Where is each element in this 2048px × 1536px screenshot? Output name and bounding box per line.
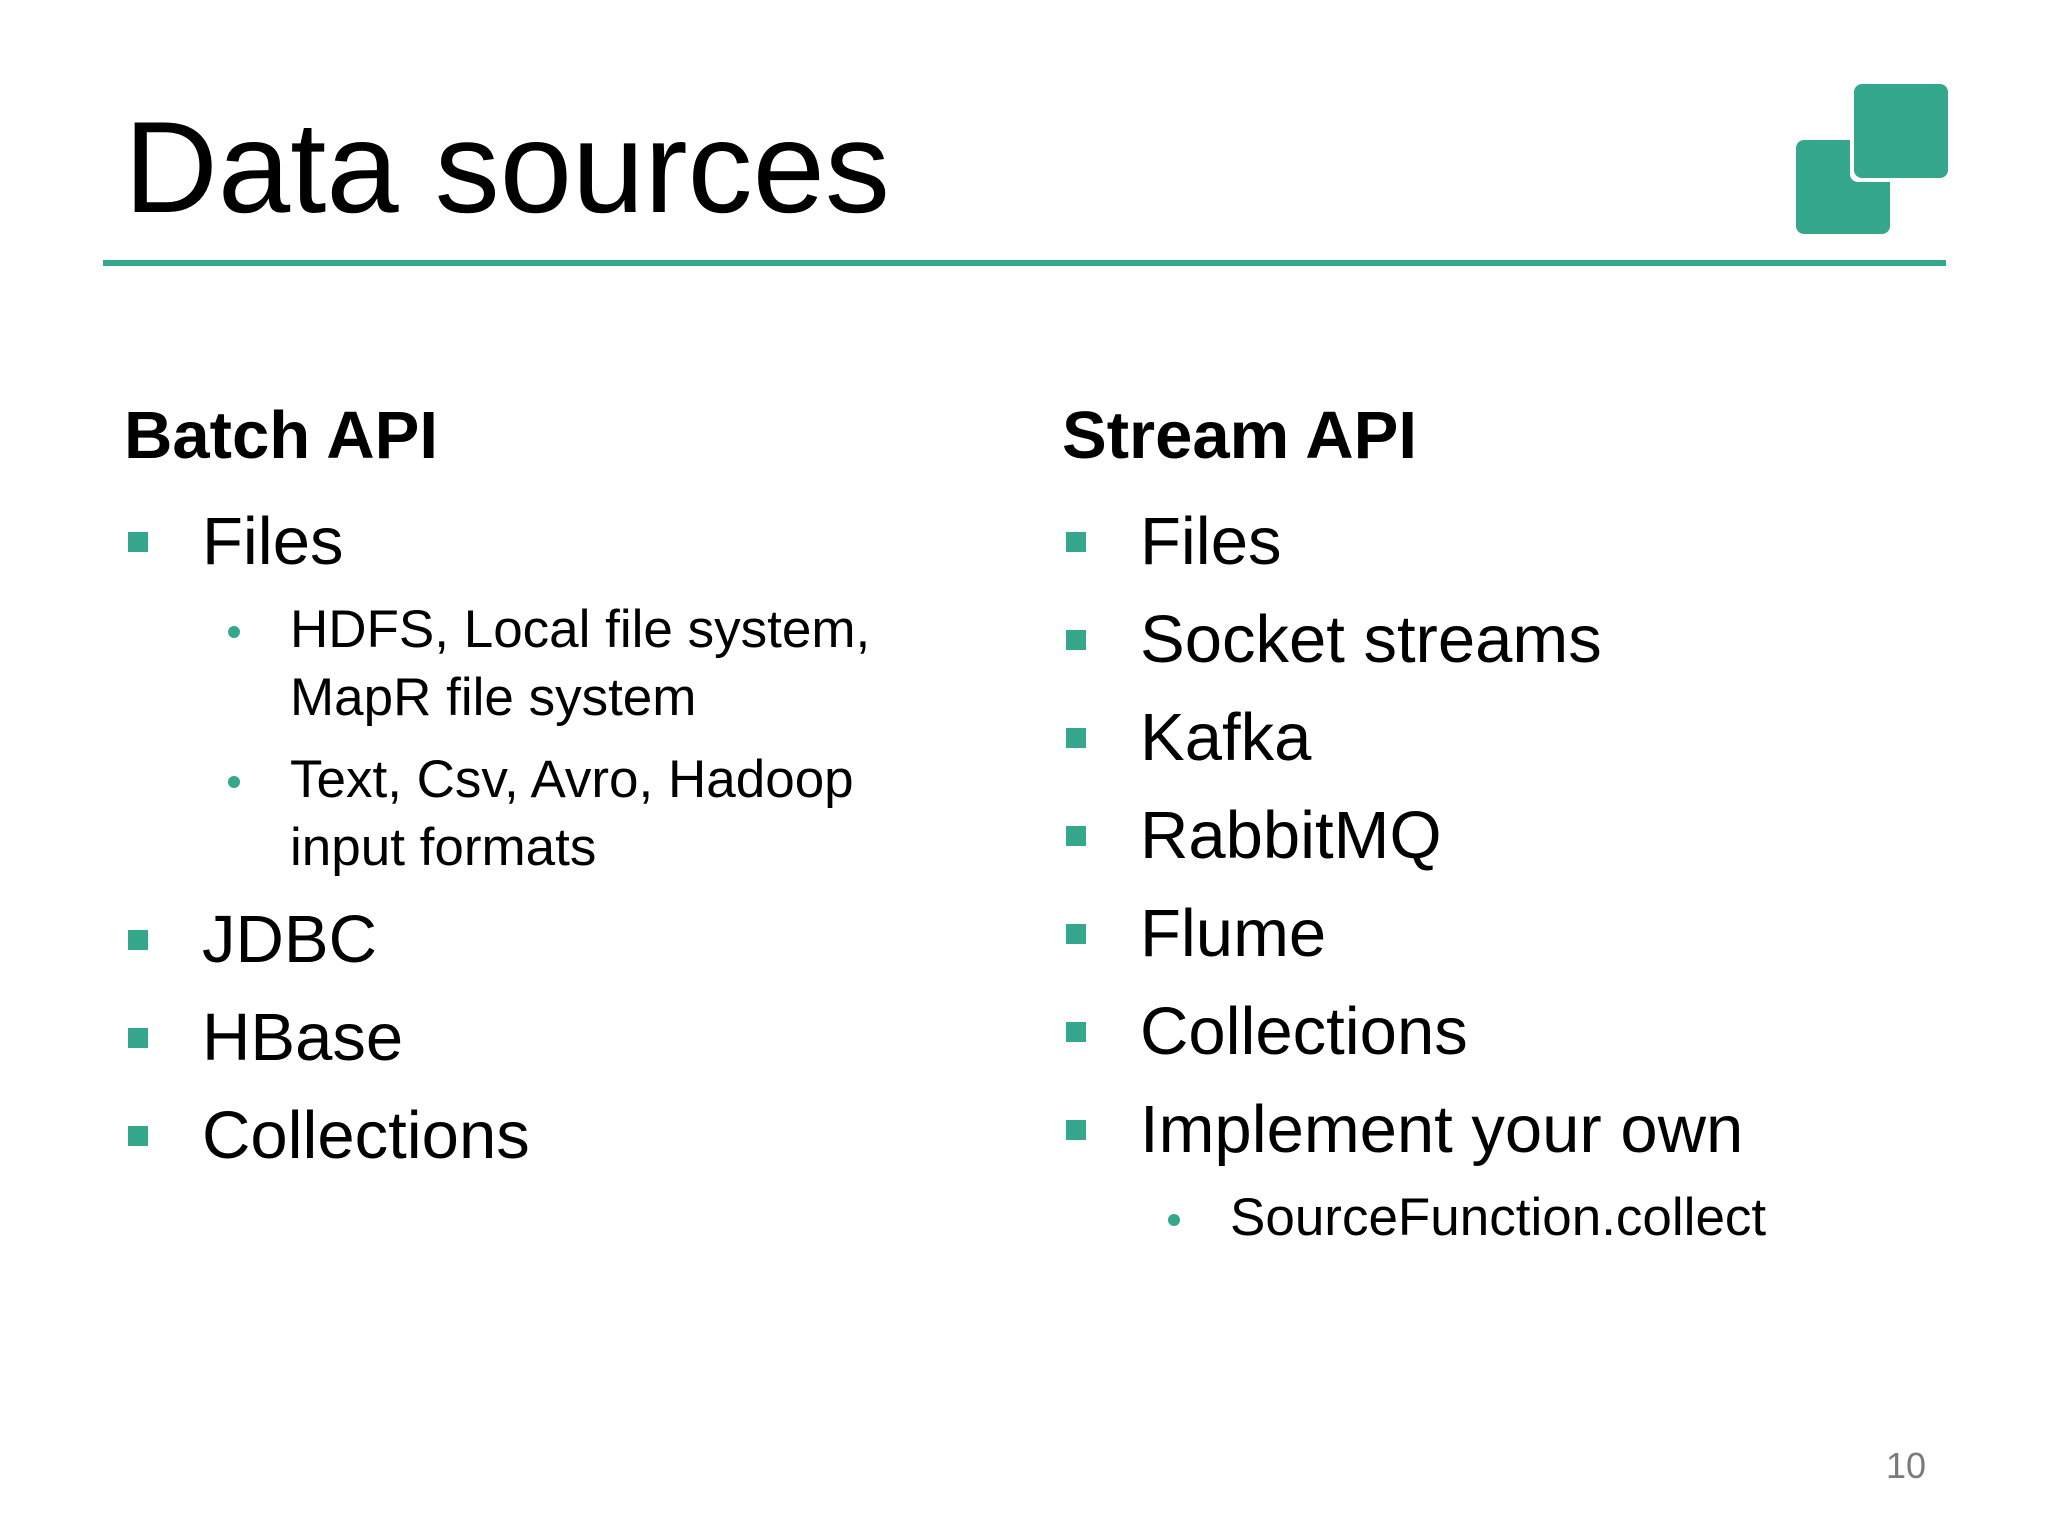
list-item-label: Collections (202, 1098, 530, 1173)
dot-bullet-icon (228, 776, 240, 788)
square-bullet-icon (1066, 728, 1086, 748)
square-bullet-icon (128, 532, 148, 552)
slide-title: Data sources (124, 94, 890, 240)
square-bullet-icon (1066, 924, 1086, 944)
sub-item-line: Text, Csv, Avro, Hadoop (290, 750, 854, 809)
page-number: 10 (1886, 1445, 1927, 1486)
list-item-label: HBase (202, 1000, 404, 1075)
sub-item-line: MapR file system (290, 668, 697, 727)
list-item-label: Files (1140, 504, 1282, 579)
sub-item-line: HDFS, Local file system, (290, 600, 871, 659)
logo-icon (1796, 84, 1948, 236)
dot-bullet-icon (228, 626, 240, 638)
list-item-label: Kafka (1140, 700, 1312, 775)
list-item-label: Socket streams (1140, 602, 1602, 677)
stream-api-heading: Stream API (1062, 398, 1417, 473)
square-bullet-icon (128, 1126, 148, 1146)
title-divider (103, 260, 1946, 266)
list-item-label: RabbitMQ (1140, 798, 1442, 873)
square-bullet-icon (128, 1028, 148, 1048)
square-bullet-icon (1066, 1022, 1086, 1042)
dot-bullet-icon (1168, 1214, 1180, 1226)
square-bullet-icon (1066, 1120, 1086, 1140)
batch-api-heading: Batch API (124, 398, 438, 473)
square-bullet-icon (1066, 532, 1086, 552)
sub-item-line: SourceFunction.collect (1230, 1188, 1767, 1247)
list-item-label: JDBC (202, 902, 377, 977)
list-item-label: Flume (1140, 896, 1327, 971)
logo-square-front (1854, 84, 1948, 178)
list-item-label: Files (202, 504, 344, 579)
square-bullet-icon (1066, 630, 1086, 650)
square-bullet-icon (128, 930, 148, 950)
list-item-label: Implement your own (1140, 1092, 1744, 1167)
square-bullet-icon (1066, 826, 1086, 846)
list-item-label: Collections (1140, 994, 1468, 1069)
sub-item-line: input formats (290, 818, 597, 877)
